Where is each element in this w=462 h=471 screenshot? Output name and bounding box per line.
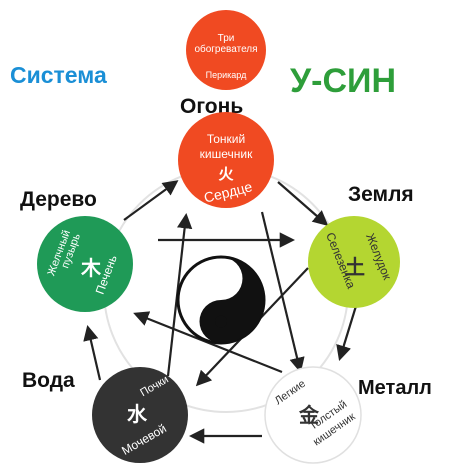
arrow-metal-to-wood [133, 311, 283, 374]
label-water: Вода [22, 369, 75, 392]
arrow-wood-to-fire [123, 180, 179, 221]
water-glyph: 水 [127, 402, 148, 426]
triple-burner-line2: обогревателя [194, 43, 257, 55]
wood-glyph: 木 [80, 256, 102, 280]
label-earth: Земля [348, 183, 414, 206]
node-fire: Тонкий кишечник 火 Сердце [178, 112, 274, 208]
fire-organ-small-intestine: Тонкий [207, 132, 245, 146]
arrow-earth-to-metal [336, 305, 358, 361]
label-wood: Дерево [20, 188, 97, 211]
yin-yang-icon [176, 255, 266, 345]
label-metal: Металл [358, 377, 432, 399]
arrow-fire-to-metal [260, 211, 305, 373]
triple-burner-line1: Три [218, 33, 235, 44]
label-fire: Огонь [180, 95, 244, 118]
title-wu-xing: У-СИН [290, 62, 397, 100]
node-triple-burner: Три обогревателя Перикард [186, 10, 266, 90]
title-system: Система [10, 62, 107, 88]
fire-organ-small-intestine-2: кишечник [200, 147, 253, 161]
metal-glyph: 金 [298, 403, 320, 427]
pericardium-label: Перикард [206, 70, 247, 80]
earth-glyph: 土 [345, 255, 365, 279]
arrow-fire-to-earth [277, 181, 329, 227]
node-wood: Желчный пузырь 木 Печень [37, 216, 133, 312]
node-water: Почки 水 Мочевой [92, 367, 188, 463]
node-earth: Желудок Селезенка 土 [308, 216, 400, 308]
arrow-water-to-wood [83, 324, 102, 381]
fire-glyph: 火 [218, 165, 234, 183]
generating-cycle-arrows [83, 180, 358, 444]
node-metal: Легкие 金 Толстый кишечник [264, 366, 362, 464]
